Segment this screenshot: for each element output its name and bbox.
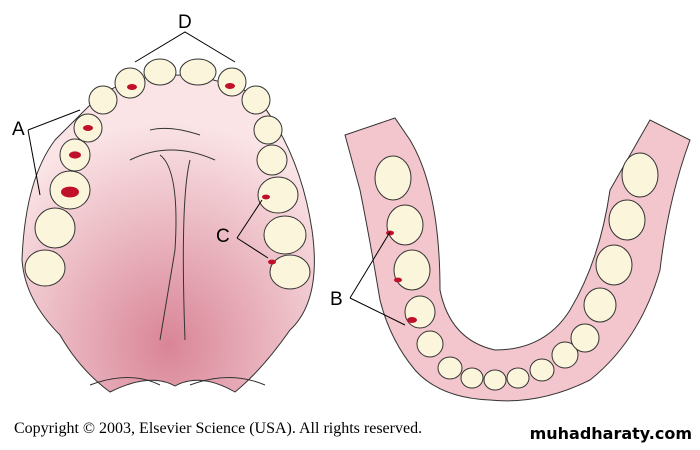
tooth — [437, 356, 463, 380]
tooth — [269, 254, 311, 290]
tooth — [88, 85, 118, 115]
copyright-notice: Copyright © 2003, Elsevier Science (USA)… — [14, 420, 423, 437]
tooth — [621, 152, 659, 198]
tooth — [217, 67, 247, 97]
carious-lesion — [407, 317, 417, 323]
label-b: B — [330, 289, 343, 310]
lower-gum — [344, 117, 691, 402]
tooth — [506, 367, 530, 389]
tooth — [114, 67, 146, 99]
tooth — [143, 58, 177, 86]
tooth — [583, 287, 617, 323]
tooth — [253, 115, 283, 145]
tooth — [551, 341, 579, 369]
carious-lesion — [268, 259, 276, 265]
lower-arch — [344, 117, 691, 402]
carious-lesion — [69, 151, 81, 159]
carious-lesion — [225, 83, 235, 89]
tooth — [374, 155, 412, 201]
tooth — [608, 199, 646, 241]
tooth — [483, 369, 507, 391]
tooth — [257, 176, 299, 214]
tooth — [595, 244, 633, 286]
upper-arch — [21, 58, 315, 393]
carious-lesion — [83, 125, 93, 131]
tooth — [460, 367, 484, 389]
carious-lesion — [394, 277, 402, 283]
carious-lesion — [61, 186, 79, 198]
label-a: A — [12, 119, 25, 140]
tooth — [404, 295, 436, 329]
tooth — [416, 330, 444, 358]
tooth — [179, 58, 217, 86]
tooth — [241, 85, 271, 115]
carious-lesion — [127, 84, 137, 90]
tooth — [393, 249, 431, 291]
tooth — [34, 207, 76, 249]
label-c: C — [216, 226, 230, 247]
tooth — [24, 249, 66, 287]
label-d: D — [178, 12, 192, 33]
carious-lesion — [262, 194, 270, 200]
tooth — [570, 323, 600, 353]
tooth — [263, 215, 307, 255]
tooth — [386, 204, 424, 246]
watermark: muhadharaty.com — [529, 424, 692, 443]
tooth — [529, 358, 555, 382]
tooth — [256, 144, 288, 176]
carious-lesion — [386, 230, 394, 236]
label-lines — [27, 31, 406, 326]
